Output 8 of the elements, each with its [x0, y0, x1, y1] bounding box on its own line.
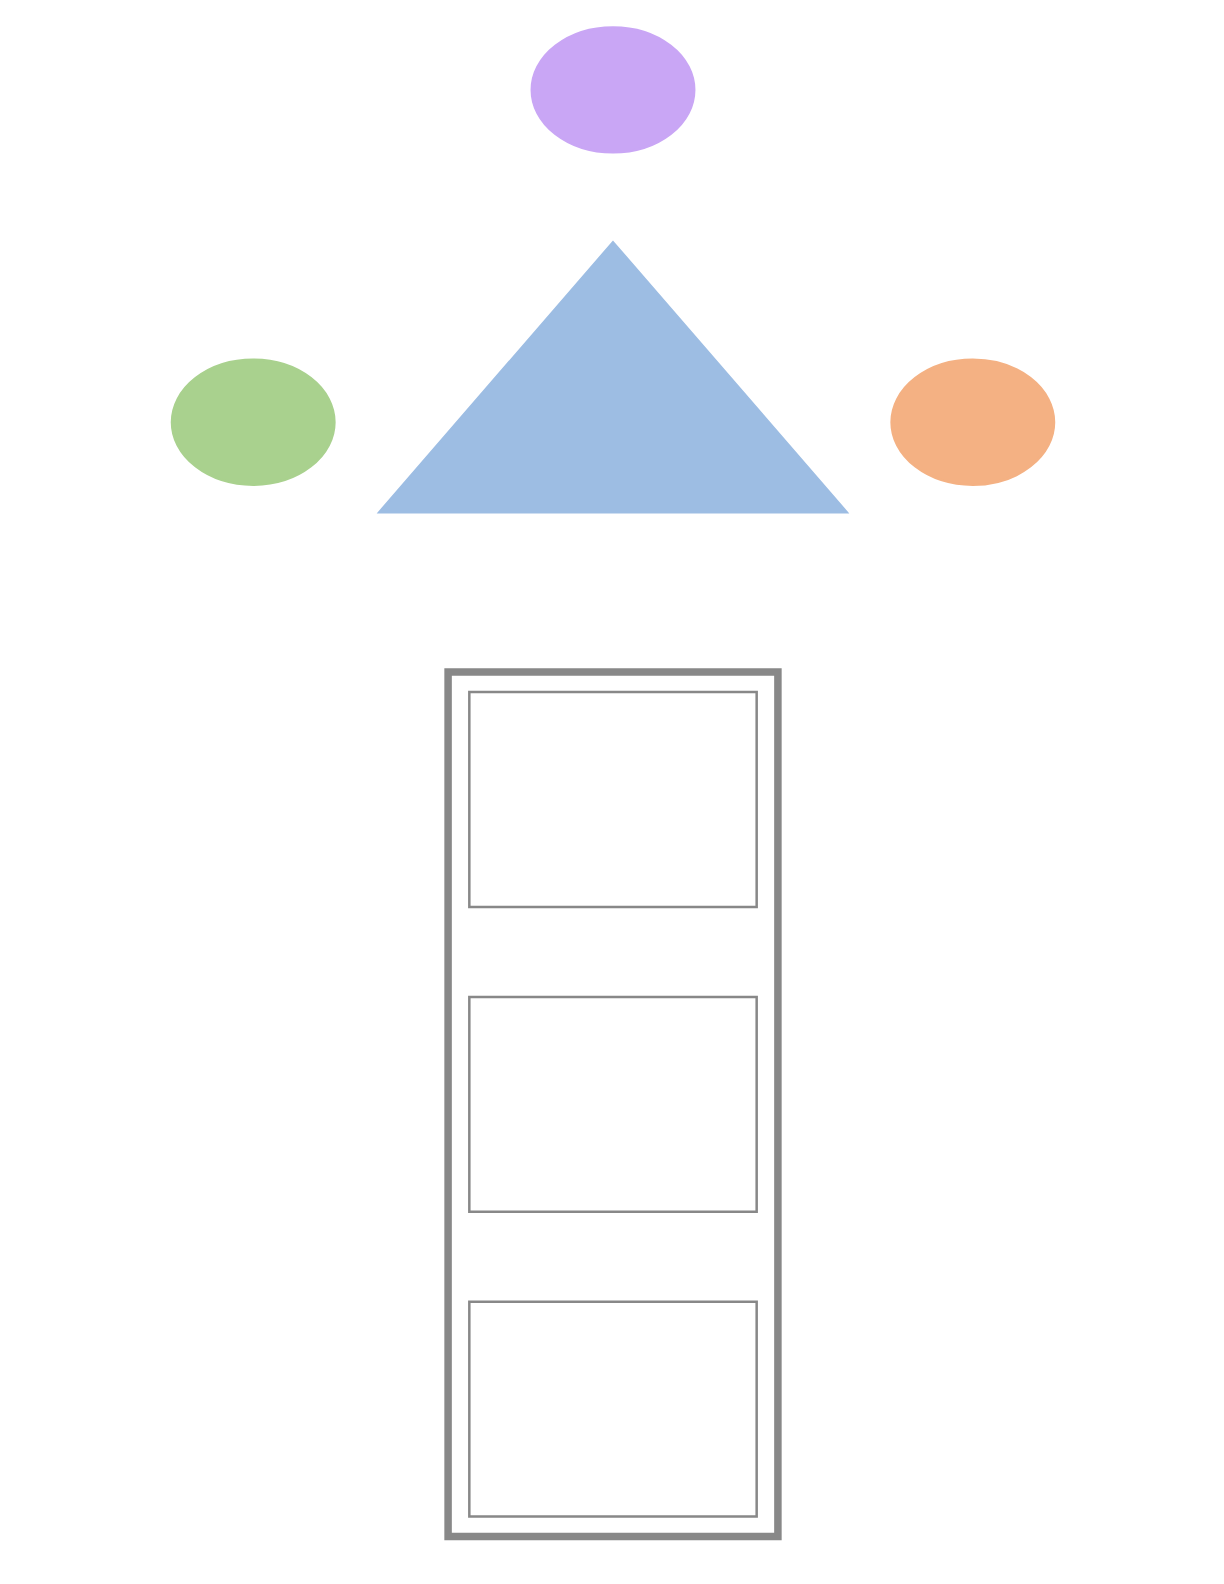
node-box [467, 690, 757, 909]
node-circle [529, 26, 695, 154]
cluster [443, 668, 781, 1541]
node-box [467, 995, 757, 1213]
node-triangle [375, 240, 849, 514]
node-box [467, 1300, 757, 1518]
node-circle [889, 358, 1055, 486]
node-circle [169, 358, 335, 486]
